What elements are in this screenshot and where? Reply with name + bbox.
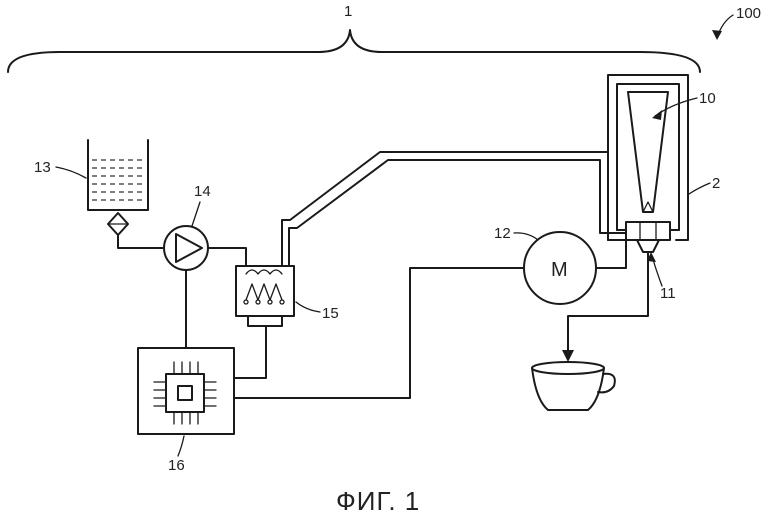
- housing-leader: [689, 183, 710, 194]
- hot-water-pipe-outer: [282, 152, 626, 266]
- controller-chip-inner: [178, 386, 192, 400]
- motor-to-chamber: [596, 240, 626, 268]
- cup-rim: [532, 362, 604, 374]
- heater-element-zigzag: [246, 284, 282, 300]
- figure-caption: ФИГ. 1: [336, 486, 420, 516]
- housing-outer: [608, 75, 688, 240]
- heater-node-4: [280, 300, 284, 304]
- label-tank: 13: [34, 159, 51, 176]
- controller-box: [138, 348, 234, 434]
- tank-leader: [56, 167, 86, 178]
- pump-to-heater: [208, 248, 246, 266]
- heater-node-2: [256, 300, 260, 304]
- wire-controller-to-heater: [234, 326, 266, 378]
- system-brace: [8, 30, 700, 72]
- label-housing: 2: [712, 175, 720, 192]
- pump-triangle-icon: [176, 234, 202, 262]
- grinder-arrowhead: [652, 110, 662, 120]
- heater-coils: [246, 270, 282, 274]
- coffee-flow-arrowhead: [562, 350, 574, 362]
- heater-base: [248, 316, 282, 326]
- pump-leader: [192, 202, 200, 226]
- motor-leader: [514, 233, 538, 240]
- hot-water-pipe-inner: [289, 160, 626, 266]
- heater-node-1: [244, 300, 248, 304]
- label-assembly: 100: [736, 5, 761, 22]
- housing-inner: [617, 84, 679, 230]
- heater-box: [236, 266, 294, 316]
- label-grinder: 10: [699, 90, 716, 107]
- label-heater: 15: [322, 305, 339, 322]
- controller-leader: [178, 436, 184, 456]
- label-outlet: 11: [660, 285, 676, 302]
- label-motor: 12: [494, 225, 511, 242]
- heater-node-3: [268, 300, 272, 304]
- outlet-funnel: [637, 240, 659, 252]
- controller-chip-outer: [166, 374, 204, 412]
- assembly-arrowhead: [712, 30, 722, 40]
- label-pump: 14: [194, 183, 211, 200]
- controller-chip-pins: [154, 362, 216, 424]
- label-controller: 16: [168, 457, 185, 474]
- grinder-burr: [643, 202, 653, 212]
- motor-letter: M: [551, 259, 568, 281]
- tank-to-pump: [118, 235, 164, 248]
- heater-leader: [296, 302, 320, 312]
- label-system: 1: [344, 3, 352, 20]
- brew-chamber-divider: [640, 222, 656, 240]
- brew-chamber: [626, 222, 670, 240]
